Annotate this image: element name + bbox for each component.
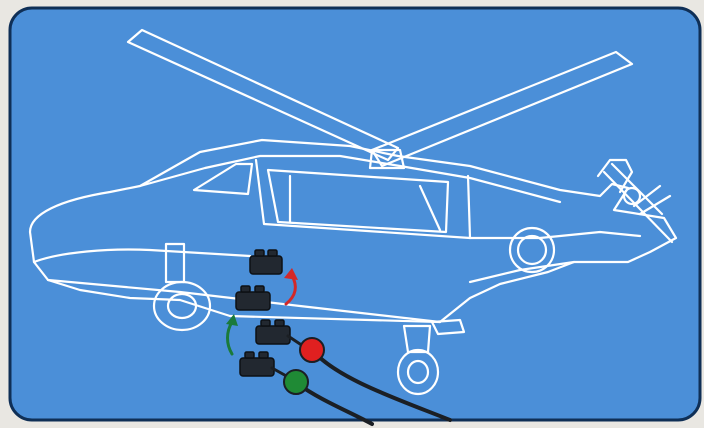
diagram-panel — [10, 8, 700, 420]
green-plug — [284, 370, 308, 394]
red-plug — [300, 338, 324, 362]
